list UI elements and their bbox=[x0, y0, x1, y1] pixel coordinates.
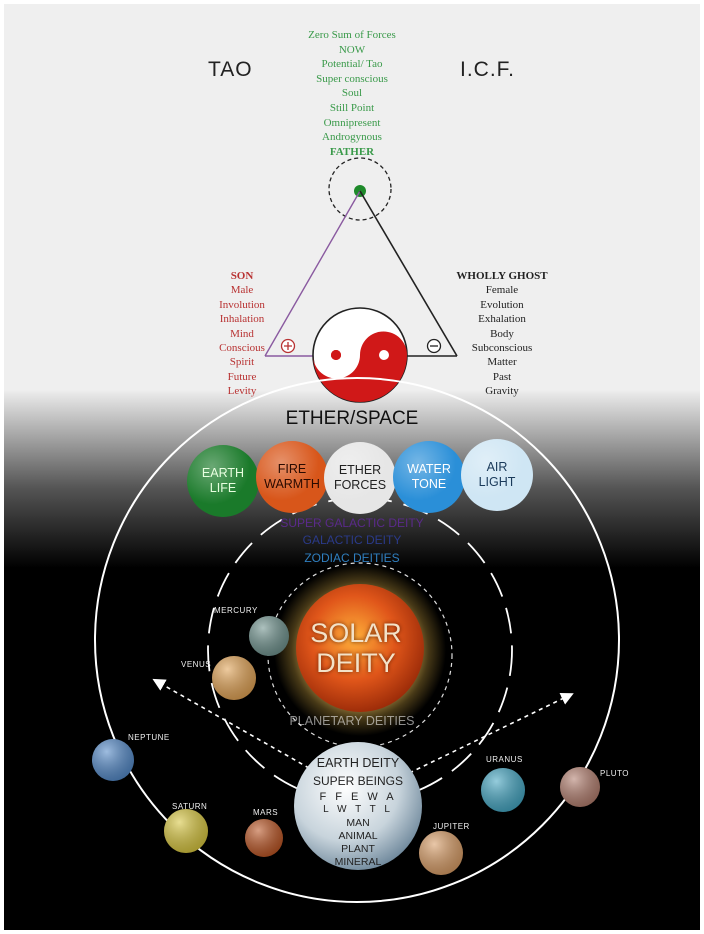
element-fire-warmth: FIRE WARMTH bbox=[256, 441, 328, 513]
son-attribute: Future bbox=[227, 370, 257, 383]
ghost-attribute: Subconscious bbox=[471, 342, 533, 355]
neptune-label: NEPTUNE bbox=[128, 733, 170, 742]
icf-label: I.C.F. bbox=[460, 58, 516, 81]
tao-label: TAO bbox=[208, 58, 253, 81]
kingdom-plant: PLANT bbox=[341, 843, 375, 855]
jupiter-label: JUPITER bbox=[433, 822, 470, 831]
venus-label: VENUS bbox=[181, 660, 212, 669]
ghost-attribute: Female bbox=[485, 284, 519, 297]
planetary-deities-label: PLANETARY DEITIES bbox=[289, 714, 415, 728]
solar-deity-label: SOLAR DEITY bbox=[310, 618, 402, 678]
mars-label: MARS bbox=[253, 808, 279, 817]
ghost-attribute: Evolution bbox=[480, 298, 524, 311]
pluto-label: PLUTO bbox=[600, 769, 630, 778]
son-attribute: Spirit bbox=[229, 356, 255, 369]
son-attribute: Male bbox=[230, 284, 254, 297]
son-attribute: Mind bbox=[230, 327, 254, 340]
ghost-attribute: Exhalation bbox=[478, 313, 526, 326]
solar-deity-sun bbox=[296, 584, 424, 712]
son-attribute-list: SON Male Involution Inhalation Mind Cons… bbox=[186, 269, 298, 399]
super-beings-label: SUPER BEINGS bbox=[312, 774, 404, 788]
father-attribute: Still Point bbox=[329, 101, 375, 114]
father-attribute: Super conscious bbox=[316, 72, 388, 85]
outer-orbit bbox=[94, 377, 620, 903]
yin-yang-white-dot bbox=[379, 350, 389, 360]
ghost-heading: WHOLLY GHOST bbox=[456, 270, 548, 282]
earth-globe bbox=[294, 742, 422, 870]
father-attribute: Potential/ Tao bbox=[321, 58, 383, 71]
father-attribute: Omnipresent bbox=[323, 116, 381, 129]
mercury-label: MERCURY bbox=[214, 606, 258, 615]
uranus-label: URANUS bbox=[486, 755, 523, 764]
element-water-tone: WATER TONE bbox=[393, 441, 465, 513]
galactic-deity-label: GALACTIC DEITY bbox=[302, 533, 402, 547]
saturn-label: SATURN bbox=[172, 802, 208, 811]
ether-space-title: ETHER/SPACE bbox=[285, 408, 419, 429]
arrow-right bbox=[394, 693, 574, 781]
son-attribute: Conscious bbox=[219, 342, 265, 355]
arrow-left bbox=[152, 678, 331, 781]
father-attribute-list: Zero Sum of Forces NOW Potential/ Tao Su… bbox=[252, 28, 452, 159]
kingdom-animal: ANIMAL bbox=[338, 830, 378, 842]
father-dashed-circle bbox=[328, 157, 392, 221]
ghost-attribute: Matter bbox=[487, 356, 517, 369]
ghost-attribute: Body bbox=[490, 327, 514, 340]
super-galactic-deity-label: SUPER GALACTIC DEITY bbox=[280, 516, 424, 530]
earth-deity-label: EARTH DEITY bbox=[316, 756, 400, 770]
triangle-right-side bbox=[359, 190, 458, 357]
father-attribute: NOW bbox=[338, 43, 366, 56]
zodiac-deities-label: ZODIAC DEITIES bbox=[304, 551, 400, 565]
ghost-attribute-list: WHOLLY GHOST Female Evolution Exhalation… bbox=[436, 269, 568, 399]
yin-yang-red-dot bbox=[331, 350, 341, 360]
ghost-attribute: Past bbox=[492, 370, 512, 383]
son-attribute: Inhalation bbox=[219, 313, 265, 326]
son-attribute: Involution bbox=[219, 298, 265, 311]
father-heading: FATHER bbox=[329, 145, 375, 158]
kingdom-mineral: MINERAL bbox=[334, 856, 382, 868]
ghost-attribute: Gravity bbox=[485, 385, 519, 398]
element-air-light: AIR LIGHT bbox=[461, 439, 533, 511]
father-attribute: Soul bbox=[341, 87, 363, 100]
earth-elements-row-2: L W T T L bbox=[323, 804, 393, 815]
element-earth-life: EARTH LIFE bbox=[187, 445, 259, 517]
earth-elements-row-1: F F E W A bbox=[319, 791, 397, 803]
yin-yang-symbol bbox=[312, 307, 408, 403]
son-heading: SON bbox=[230, 270, 254, 282]
father-attribute: Androgynous bbox=[322, 131, 382, 144]
element-ether-forces: ETHER FORCES bbox=[324, 442, 396, 514]
son-attribute: Levity bbox=[227, 385, 257, 398]
kingdom-man: MAN bbox=[346, 817, 370, 829]
father-attribute: Zero Sum of Forces bbox=[308, 29, 396, 41]
triangle-left-side bbox=[264, 190, 361, 357]
